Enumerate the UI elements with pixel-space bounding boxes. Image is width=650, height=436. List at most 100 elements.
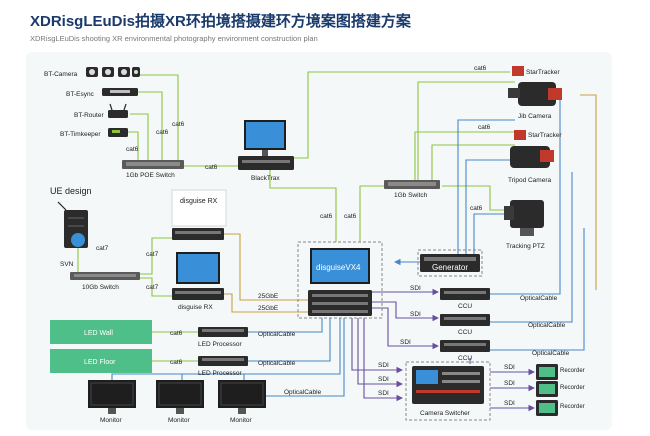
led-processor-1-device: LED Processor — [198, 327, 248, 348]
device-label: Recorder — [560, 368, 585, 374]
link-label: 25GbE — [258, 293, 279, 300]
link-label: SDI — [378, 362, 389, 369]
monitor-screen — [312, 250, 368, 282]
link-label: cat6 — [170, 330, 183, 337]
page-subtitle: XDRisgLEuDis shooting XR environmental p… — [30, 34, 318, 43]
tracker-icon — [512, 66, 524, 76]
page-title: XDRisgLEuDis拍摄XR环拍境搭摄建环方境案图搭建方案 — [30, 13, 411, 30]
led-processor-2-device: LED Processor — [198, 356, 248, 377]
link-label: cat6 — [474, 65, 487, 72]
device-label: disguise RX — [178, 304, 213, 311]
device-label: CCU — [458, 329, 472, 336]
link-label: cat6 — [344, 213, 357, 220]
bt-router-device: BT-Router — [74, 103, 128, 119]
link-label: SDI — [504, 364, 515, 371]
link-label: cat6 — [470, 205, 483, 212]
monitor-1-device: Monitor — [88, 380, 136, 424]
bt-esync-device: BT-Esync — [66, 88, 138, 98]
monitor-2-device: Monitor — [156, 380, 204, 424]
device-label: disguise RX — [180, 198, 218, 205]
link-label: cat6 — [156, 129, 169, 136]
link-label: SDI — [410, 285, 421, 292]
bt-camera-group: BT-Camera — [44, 67, 140, 78]
device-label: BlackTrax — [251, 175, 280, 182]
link-label: SDI — [378, 376, 389, 383]
disguise-rx-1-device: disguise RX — [171, 189, 227, 240]
device-label: Tracking PTZ — [506, 243, 545, 250]
device-label: 1Gb Switch — [394, 192, 428, 199]
link-label: OpticalCable — [258, 331, 296, 338]
device-label: Recorder — [560, 404, 585, 410]
link-label: OpticalCable — [528, 322, 566, 329]
tripod-camera-device: StarTracker Tripod Camera — [508, 130, 563, 184]
globe-icon — [71, 233, 85, 247]
device-label: LED Floor — [84, 359, 116, 366]
link-label: SDI — [400, 339, 411, 346]
link-label: cat6 — [320, 213, 333, 220]
device-label: Tripod Camera — [508, 177, 551, 184]
link-label: cat6 — [205, 164, 218, 171]
link-label: SDI — [410, 311, 421, 318]
poe-switch-device: 1Gb POE Switch — [122, 160, 184, 179]
device-label: LED Processor — [198, 370, 243, 377]
blacktrax-device: BlackTrax — [238, 120, 294, 182]
monitor-screen — [246, 122, 284, 148]
link-label: cat6 — [478, 124, 491, 131]
ccu-3-device: CCU — [440, 340, 490, 362]
generator-device: Generator — [417, 249, 483, 277]
device-label: Monitor — [230, 417, 253, 424]
device-label: CCU — [458, 355, 472, 362]
device-label: LED Processor — [198, 341, 243, 348]
diagram-background — [26, 52, 612, 430]
camera-switcher-device: Camera Switcher — [405, 361, 491, 421]
device-label: StarTracker — [526, 69, 561, 76]
link-labels: cat6 cat6 cat6 cat6 cat6 cat6 cat6 cat6 … — [96, 65, 570, 407]
link-label: 25GbE — [258, 305, 279, 312]
link-label: cat7 — [146, 251, 159, 258]
device-label: Camera Switcher — [420, 410, 471, 417]
device-label: BT-Esync — [66, 91, 95, 98]
link-label: cat7 — [96, 245, 109, 252]
disguise-vx4-device: disguiseVX4 — [297, 241, 383, 319]
device-label: LED Wall — [84, 330, 113, 337]
device-label: CCU — [458, 303, 472, 310]
link-label: SDI — [504, 380, 515, 387]
link-label: cat6 — [172, 121, 185, 128]
ccu-1-device: CCU — [440, 288, 490, 310]
link-label: OpticalCable — [532, 350, 570, 357]
device-label: 1Gb POE Switch — [126, 172, 175, 179]
tracking-ptz-device: Tracking PTZ — [504, 200, 545, 250]
monitor-3-device: Monitor — [218, 380, 266, 424]
device-label: SVN — [60, 261, 74, 268]
bt-timekeeper-device: BT-Timkeeper — [60, 128, 128, 138]
link-label: SDI — [504, 400, 515, 407]
led-wall-device: LED Wall — [50, 320, 152, 344]
link-label: cat6 — [170, 359, 183, 366]
cable-lines — [77, 71, 597, 412]
jib-camera-device: StarTracker Jib Camera — [508, 66, 562, 120]
monitor-screen — [178, 254, 218, 282]
switch-10gb-device: 10Gb Switch — [70, 272, 140, 291]
ccu-2-device: CCU — [440, 314, 490, 336]
link-label: cat6 — [126, 146, 139, 153]
recorder-2-device: Recorder — [536, 381, 585, 397]
svn-server-device: UE design SVN — [50, 186, 92, 268]
device-label: BT-Timkeeper — [60, 131, 101, 138]
device-label: Generator — [432, 263, 468, 272]
led-floor-device: LED Floor — [50, 349, 152, 373]
tracker-icon — [514, 130, 526, 140]
link-label: OpticalCable — [520, 295, 558, 302]
switch-1gb-device: 1Gb Switch — [384, 180, 440, 199]
device-label: Monitor — [168, 417, 191, 424]
device-label: Jib Camera — [518, 113, 552, 120]
recorder-3-device: Recorder — [536, 400, 585, 416]
link-label: OpticalCable — [258, 360, 296, 367]
recorder-1-device: Recorder — [536, 364, 585, 380]
link-label: OpticalCable — [284, 389, 322, 396]
device-label: BT-Router — [74, 112, 104, 119]
link-label: cat7 — [146, 284, 159, 291]
device-label: UE design — [50, 186, 92, 196]
device-label: 10Gb Switch — [82, 284, 119, 291]
device-label: Recorder — [560, 385, 585, 391]
